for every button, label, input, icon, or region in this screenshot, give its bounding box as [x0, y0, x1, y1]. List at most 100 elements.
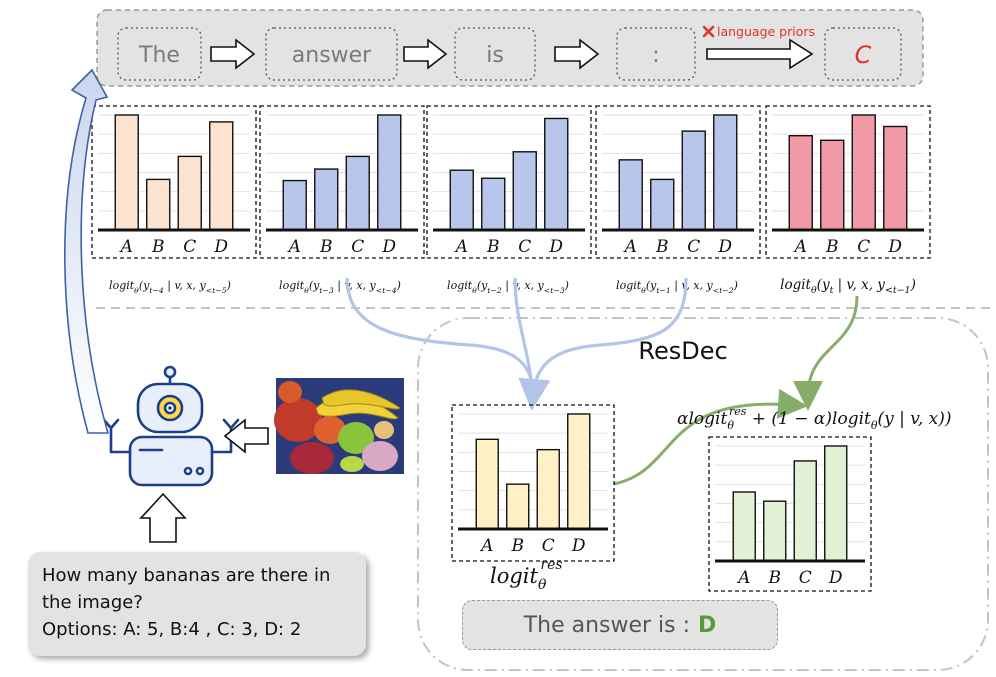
category-label: B: [319, 237, 333, 257]
chart-frame: [451, 404, 615, 562]
chart-frame: [765, 105, 931, 259]
chart-caption: logitθ(yt−2 | v, x, y<t−3): [447, 279, 569, 295]
category-label: D: [887, 237, 902, 257]
bar-a: [475, 438, 499, 530]
bar-d: [567, 413, 591, 530]
category-label: A: [736, 568, 750, 588]
category-label: D: [828, 568, 843, 588]
mixing-formula: αlogitθres + (1 − α)logitθ(y | v, x)): [677, 405, 952, 432]
category-label: C: [687, 237, 700, 257]
bar-b: [820, 139, 845, 231]
bar-b: [146, 178, 171, 231]
bar-c: [177, 155, 202, 231]
category-label: B: [825, 237, 839, 257]
token-4: :: [652, 43, 659, 68]
left-arrow-icon: [223, 418, 269, 454]
category-label: C: [183, 237, 196, 257]
cross-icon: [702, 25, 715, 38]
language-priors-label: language priors: [717, 24, 815, 39]
category-label: D: [548, 237, 563, 257]
fruit-image: [274, 378, 404, 474]
category-label: C: [857, 237, 870, 257]
category-label: D: [571, 536, 586, 556]
final-answer-box: The answer is : D: [462, 600, 778, 650]
chart-frame: [708, 436, 872, 592]
chart-caption: logitθ(yt−4 | v, x, y<t−5): [109, 279, 231, 295]
bar-a: [618, 159, 643, 231]
bar-a: [732, 491, 756, 562]
bar-d: [824, 445, 848, 562]
next-arrow-icon: [210, 38, 256, 70]
category-label: B: [655, 237, 669, 257]
category-label: D: [381, 237, 396, 257]
chart-frame: [595, 105, 761, 259]
chart-frame: [91, 105, 257, 259]
token-3: is: [486, 43, 504, 68]
question-line-2: the image?: [42, 592, 143, 613]
bar-d: [883, 125, 908, 231]
bar-b: [650, 178, 675, 231]
category-label: C: [518, 237, 531, 257]
token-box-5: [824, 27, 902, 81]
bar-c: [512, 151, 537, 231]
category-label: B: [486, 237, 500, 257]
bar-d: [713, 114, 738, 231]
category-label: A: [623, 237, 637, 257]
top-captions: logitθ(yt−4 | v, x, y<t−5) logitθ(yt−3 | …: [109, 277, 916, 296]
token-box-1: [117, 27, 202, 81]
bar-a: [449, 169, 474, 231]
bar-b: [506, 483, 530, 530]
chart-frame: [259, 105, 425, 259]
token-box-3: [454, 27, 536, 81]
chart-frame: [426, 105, 592, 259]
bar-a: [282, 179, 307, 231]
category-label: C: [799, 568, 812, 588]
bar-d: [544, 117, 569, 231]
next-arrow-icon: [554, 38, 600, 70]
resdec-title: ResDec: [638, 337, 727, 365]
svg-text:αlogitθres + (1 − α)logitθ(y |: αlogitθres + (1 − α)logitθ(y | v, x)): [677, 405, 952, 432]
curved-up-arrow-icon: [63, 68, 110, 434]
category-label: B: [768, 568, 782, 588]
category-label: B: [151, 237, 165, 257]
question-line-1: How many bananas are there in: [42, 565, 331, 586]
merge-arrows: [345, 277, 688, 411]
green-arrows: [613, 295, 859, 486]
token-sequence-banner: The answer is : C language priors: [96, 9, 924, 87]
chart-caption: logitθ(yt−1 | v, x, y<t−2): [616, 279, 738, 295]
next-arrow-icon: [403, 38, 448, 70]
bar-c: [536, 448, 560, 530]
bar-c: [793, 460, 817, 562]
question-options: Options: A: 5, B:4 , C: 3, D: 2: [42, 619, 302, 640]
bar-c: [345, 155, 370, 231]
bar-b: [314, 168, 339, 231]
category-label: D: [213, 237, 228, 257]
final-answer-letter: D: [698, 612, 717, 638]
category-label: C: [542, 536, 555, 556]
chart-caption: logitθ(yt−3 | v, x, y<t−4): [279, 279, 401, 295]
svg-text:logitθres: logitθres: [490, 557, 563, 593]
chart-caption: logitθ(yt | v, x, y<t−1): [780, 277, 916, 296]
bar-c: [851, 114, 876, 231]
bar-b: [481, 177, 506, 231]
bar-b: [763, 500, 787, 562]
up-arrow-icon: [139, 492, 187, 543]
question-box: How many bananas are there in the image?…: [28, 552, 366, 656]
resdec-region: [417, 317, 989, 671]
category-label: C: [351, 237, 364, 257]
bar-a: [114, 114, 139, 231]
bar-d: [377, 114, 402, 231]
token-1: The: [138, 43, 180, 68]
category-label: A: [479, 536, 493, 556]
category-label: A: [287, 237, 301, 257]
category-label: D: [717, 237, 732, 257]
bar-a: [788, 134, 813, 231]
bar-c: [681, 130, 706, 231]
